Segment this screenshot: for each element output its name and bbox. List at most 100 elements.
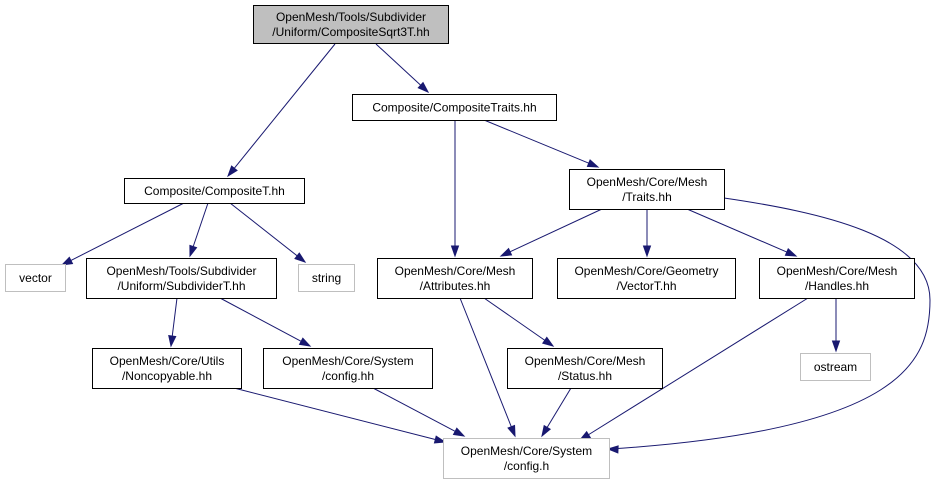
node-composite-t[interactable]: Composite/CompositeT.hh [124, 178, 305, 204]
node-subdivider-t[interactable]: OpenMesh/Tools/Subdivider/Uniform/Subdiv… [86, 258, 277, 299]
node-root-label-line-1: OpenMesh/Tools/Subdivider [276, 10, 426, 24]
node-attributes-label-line-2: /Attributes.hh [420, 279, 491, 293]
node-noncopyable-label-line-2: /Noncopyable.hh [122, 369, 212, 383]
edge-config-hh-to-config-h [372, 387, 466, 437]
node-attributes[interactable]: OpenMesh/Core/Mesh/Attributes.hh [377, 258, 533, 299]
node-attributes-box[interactable] [377, 258, 533, 299]
edge-composite-traits-to-attributes-arrowhead [450, 245, 460, 258]
edge-traits-to-config-h [606, 197, 931, 454]
edge-handles-to-config-h [578, 297, 809, 441]
node-vectort-label-line-2: /VectorT.hh [616, 279, 676, 293]
node-attributes-label-line-1: OpenMesh/Core/Mesh [395, 264, 516, 278]
edge-composite-t-to-subdivider-t-line [192, 202, 209, 248]
edge-composite-t-to-subdivider-t-arrowhead [189, 244, 198, 258]
nodes-layer: OpenMesh/Tools/Subdivider/Uniform/Compos… [5, 5, 915, 479]
node-handles[interactable]: OpenMesh/Core/Mesh/Handles.hh [759, 258, 915, 299]
edge-root-to-composite-t [227, 43, 336, 178]
edge-handles-to-ostream-arrowhead [831, 340, 841, 353]
edge-traits-to-handles-arrowhead [784, 247, 798, 257]
edge-status-to-config-h-line [546, 387, 572, 429]
edge-composite-t-to-subdivider-t [189, 202, 209, 258]
node-vectort-label-line-1: OpenMesh/Core/Geometry [574, 264, 718, 278]
node-vectort[interactable]: OpenMesh/Core/Geometry/VectorT.hh [557, 258, 736, 299]
edge-composite-traits-to-traits-arrowhead [586, 159, 600, 168]
edge-root-to-composite-t-line [233, 43, 336, 170]
node-ostream[interactable]: ostream [800, 353, 871, 381]
edge-subdivider-t-to-noncopyable [168, 297, 178, 348]
node-noncopyable[interactable]: OpenMesh/Core/Utils/Noncopyable.hh [92, 348, 242, 389]
node-subdivider-t-label-line-2: /Uniform/SubdividerT.hh [117, 279, 245, 293]
edge-composite-traits-to-traits [483, 119, 600, 168]
node-handles-box[interactable] [759, 258, 915, 299]
node-config-h-label-line-1: OpenMesh/Core/System [461, 444, 592, 458]
node-vector[interactable]: vector [5, 264, 66, 292]
edge-traits-to-handles [686, 208, 798, 257]
node-composite-traits[interactable]: Composite/CompositeTraits.hh [352, 94, 557, 121]
edge-attributes-to-status [483, 297, 555, 347]
edge-noncopyable-to-config-h-arrowhead [433, 435, 447, 444]
node-ostream-box[interactable] [800, 353, 871, 381]
node-handles-label-line-1: OpenMesh/Core/Mesh [777, 264, 898, 278]
node-traits-label-line-1: OpenMesh/Core/Mesh [587, 175, 708, 189]
edge-handles-to-config-h-line [587, 297, 809, 436]
edge-traits-to-handles-line [686, 208, 788, 253]
node-composite-traits-box[interactable] [352, 94, 557, 121]
node-ostream-label-line-1: ostream [814, 360, 857, 374]
node-status-label-line-2: /Status.hh [558, 369, 612, 383]
node-traits-box[interactable] [569, 169, 725, 210]
edge-root-to-composite-t-arrowhead [227, 165, 238, 178]
edge-handles-to-ostream [831, 298, 841, 353]
node-string-box[interactable] [298, 264, 355, 292]
node-status-box[interactable] [507, 348, 663, 389]
node-status-label-line-1: OpenMesh/Core/Mesh [525, 354, 646, 368]
edge-composite-t-to-string-arrowhead [294, 252, 307, 263]
edge-noncopyable-to-config-h-line [233, 387, 437, 441]
node-noncopyable-box[interactable] [92, 348, 242, 389]
edge-traits-to-vectort-arrowhead [642, 245, 652, 258]
edge-traits-to-attributes-line [508, 208, 603, 253]
node-string-label-line-1: string [312, 271, 341, 285]
node-root-label-line-2: /Uniform/CompositeSqrt3T.hh [272, 25, 429, 39]
node-composite-traits-label-line-1: Composite/CompositeTraits.hh [372, 101, 536, 115]
edge-composite-traits-to-traits-line [483, 119, 590, 165]
node-config-h-label-line-2: /config.h [504, 459, 549, 473]
edge-traits-to-vectort [642, 209, 652, 258]
edge-composite-t-to-string-line [229, 202, 299, 257]
edge-composite-traits-to-attributes [450, 120, 460, 258]
node-composite-t-box[interactable] [124, 178, 305, 204]
node-subdivider-t-label-line-1: OpenMesh/Tools/Subdivider [106, 264, 256, 278]
edge-noncopyable-to-config-h [233, 387, 447, 444]
edge-root-to-composite-traits [375, 43, 430, 94]
edge-attributes-to-status-arrowhead [541, 336, 555, 347]
node-handles-label-line-2: /Handles.hh [805, 279, 869, 293]
node-traits-label-line-2: /Traits.hh [622, 190, 672, 204]
node-config-h-box[interactable] [443, 438, 610, 479]
node-config-h[interactable]: OpenMesh/Core/System/config.h [443, 438, 610, 479]
edge-traits-to-config-h-line [609, 197, 931, 450]
edge-attributes-to-config-h [459, 297, 516, 438]
edge-config-hh-to-config-h-line [372, 387, 457, 433]
edge-composite-t-to-vector-line [69, 202, 185, 262]
edge-traits-to-config-h-arrowhead [606, 445, 619, 454]
node-composite-t-label-line-1: Composite/CompositeT.hh [144, 184, 285, 198]
edge-subdivider-t-to-noncopyable-line [171, 297, 178, 338]
edge-attributes-to-config-h-arrowhead [507, 424, 516, 438]
node-config-hh[interactable]: OpenMesh/Core/System/config.hh [263, 348, 433, 389]
edge-composite-t-to-vector [60, 202, 185, 266]
node-noncopyable-label-line-1: OpenMesh/Core/Utils [110, 354, 225, 368]
edge-attributes-to-status-line [483, 297, 546, 342]
node-subdivider-t-box[interactable] [86, 258, 277, 299]
edge-attributes-to-config-h-line [459, 297, 513, 428]
node-config-hh-label-line-1: OpenMesh/Core/System [282, 354, 413, 368]
node-root-box[interactable] [253, 5, 449, 44]
node-vector-label-line-1: vector [19, 271, 52, 285]
node-traits[interactable]: OpenMesh/Core/Mesh/Traits.hh [569, 169, 725, 210]
node-root[interactable]: OpenMesh/Tools/Subdivider/Uniform/Compos… [253, 5, 449, 44]
node-config-hh-box[interactable] [263, 348, 433, 389]
node-vector-box[interactable] [5, 264, 66, 292]
node-string[interactable]: string [298, 264, 355, 292]
edge-root-to-composite-traits-arrowhead [417, 81, 430, 94]
node-vectort-box[interactable] [557, 258, 736, 299]
node-status[interactable]: OpenMesh/Core/Mesh/Status.hh [507, 348, 663, 389]
